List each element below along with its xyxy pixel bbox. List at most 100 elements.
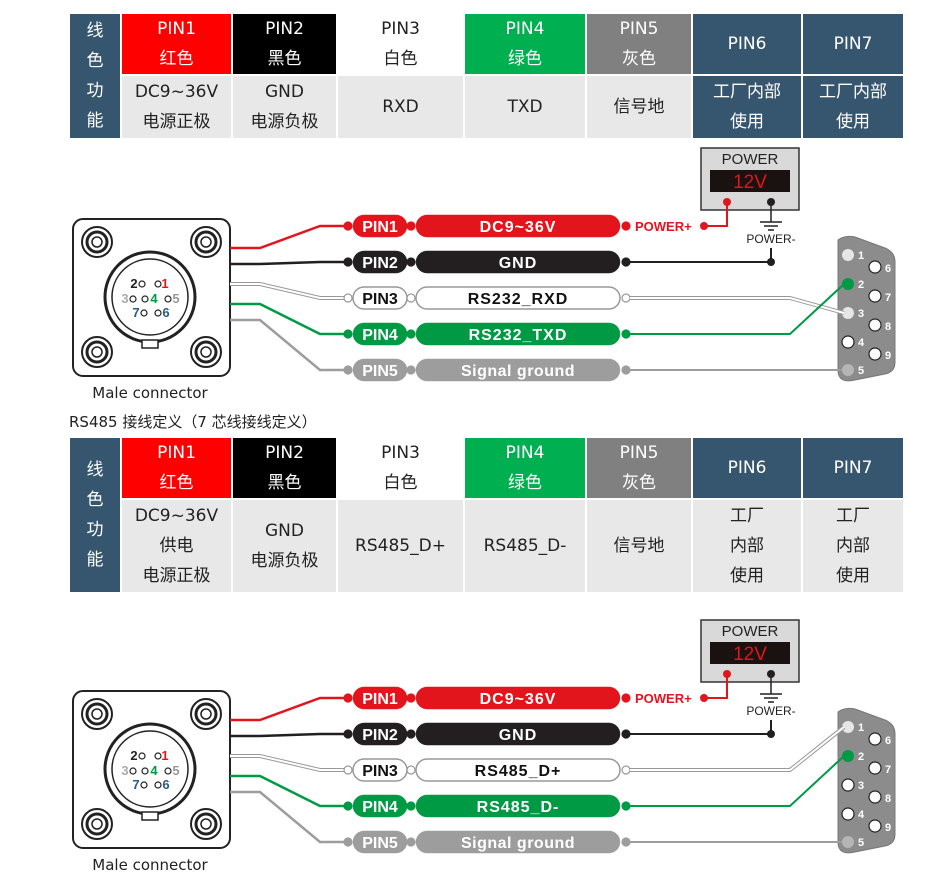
- db9-pin: [842, 364, 854, 376]
- pin3-function: RS485_D+: [336, 498, 465, 594]
- ground-icon: [760, 202, 782, 231]
- connector-pin-number: 2: [130, 276, 137, 291]
- mounting-screw-icon: [190, 808, 222, 840]
- db9-pin-number: 7: [885, 292, 891, 304]
- connector-pin-number: 4: [150, 763, 158, 778]
- rs485-caption: RS485 接线定义（7 芯线接线定义）: [69, 413, 317, 431]
- db9-pin-number: 5: [858, 365, 864, 377]
- connector-key: [141, 339, 159, 349]
- db9-pin-number: 1: [858, 250, 864, 262]
- connector-pin-number: 4: [150, 291, 158, 306]
- pin-pill-text: PIN2: [362, 255, 398, 272]
- gnd-wire: [630, 248, 772, 263]
- connector-label: Male connector: [92, 384, 208, 402]
- gnd-junction: [767, 258, 775, 266]
- db9-pin-number: 6: [885, 735, 891, 747]
- mounting-screw-icon: [190, 226, 222, 258]
- pin3-function: RXD: [336, 74, 465, 140]
- connector-pin-socket: [164, 767, 172, 775]
- green-wire: [630, 755, 845, 807]
- pin-pill-text: PIN5: [362, 835, 398, 852]
- pin5-function: 信号地: [585, 498, 693, 594]
- db9-pin-number: 5: [858, 837, 864, 849]
- wire-pin5: [230, 790, 345, 844]
- mounting-screw-icon: [81, 226, 113, 258]
- connector-pin-socket: [138, 280, 146, 288]
- mounting-screw-icon: [190, 336, 222, 368]
- pin-pill-text: PIN4: [362, 327, 398, 344]
- signal-pill: [415, 794, 621, 818]
- power-plus-wire: [704, 202, 728, 227]
- connector-pin-socket: [140, 781, 148, 789]
- pin7-header: PIN7: [801, 12, 905, 76]
- signal-pill: [415, 686, 621, 710]
- power-minus-label: POWER-: [746, 704, 795, 718]
- ground-icon: [760, 674, 782, 703]
- db9-pin: [868, 347, 882, 361]
- db9-pin: [868, 761, 882, 775]
- db9-pin: [841, 335, 855, 349]
- signal-pill: [415, 214, 621, 238]
- signal-pill: [415, 758, 621, 782]
- db9-pin: [842, 836, 854, 848]
- pin-pill-text: PIN3: [362, 291, 398, 308]
- pin-pill-text: PIN4: [362, 799, 398, 816]
- db9-pin-number: 2: [858, 279, 864, 291]
- pin-pill-text: PIN1: [362, 691, 398, 708]
- db9-pin-number: 9: [885, 350, 891, 362]
- signal-pill-text: RS232_TXD: [469, 327, 568, 344]
- signal-pill: [415, 286, 621, 310]
- wire-pin5: [230, 318, 345, 372]
- side-label: 线色功能: [68, 436, 122, 594]
- mounting-screw-icon: [190, 698, 222, 730]
- db9-pin-number: 3: [858, 780, 864, 792]
- power-title: POWER: [722, 623, 779, 640]
- wire-label-pin4: PIN4 RS232_TXD: [343, 322, 631, 346]
- db9-pin-number: 1: [858, 722, 864, 734]
- db9-pin: [842, 750, 854, 762]
- connector-pin-socket: [140, 309, 148, 317]
- db9-pin: [868, 289, 882, 303]
- signal-pill: [415, 722, 621, 746]
- power-display: [710, 642, 790, 664]
- connector-pin-number: 6: [162, 777, 169, 792]
- power-value: 12V: [733, 172, 767, 193]
- connector-pin-socket: [154, 781, 162, 789]
- connector-pin-socket: [164, 295, 172, 303]
- signal-pill: [415, 830, 621, 854]
- connector-pin-socket: [154, 280, 162, 288]
- power-minus-label: POWER-: [746, 232, 795, 246]
- db9-pin-number: 4: [858, 809, 865, 821]
- db9-pin: [842, 307, 854, 319]
- wire-pin3: [230, 755, 345, 771]
- signal-pill: [415, 358, 621, 382]
- db9-pin-number: 9: [885, 822, 891, 834]
- signal-pill-text: GND: [499, 255, 538, 272]
- connector-pin-socket: [141, 295, 149, 303]
- signal-pill: [415, 250, 621, 274]
- pin5-function: 信号地: [585, 74, 693, 140]
- db9-pin: [868, 819, 882, 833]
- pin-pill-text: PIN3: [362, 763, 398, 780]
- signal-pill-text: GND: [499, 727, 538, 744]
- connector-pin-number: 1: [161, 276, 168, 291]
- connector-pin-socket: [129, 295, 137, 303]
